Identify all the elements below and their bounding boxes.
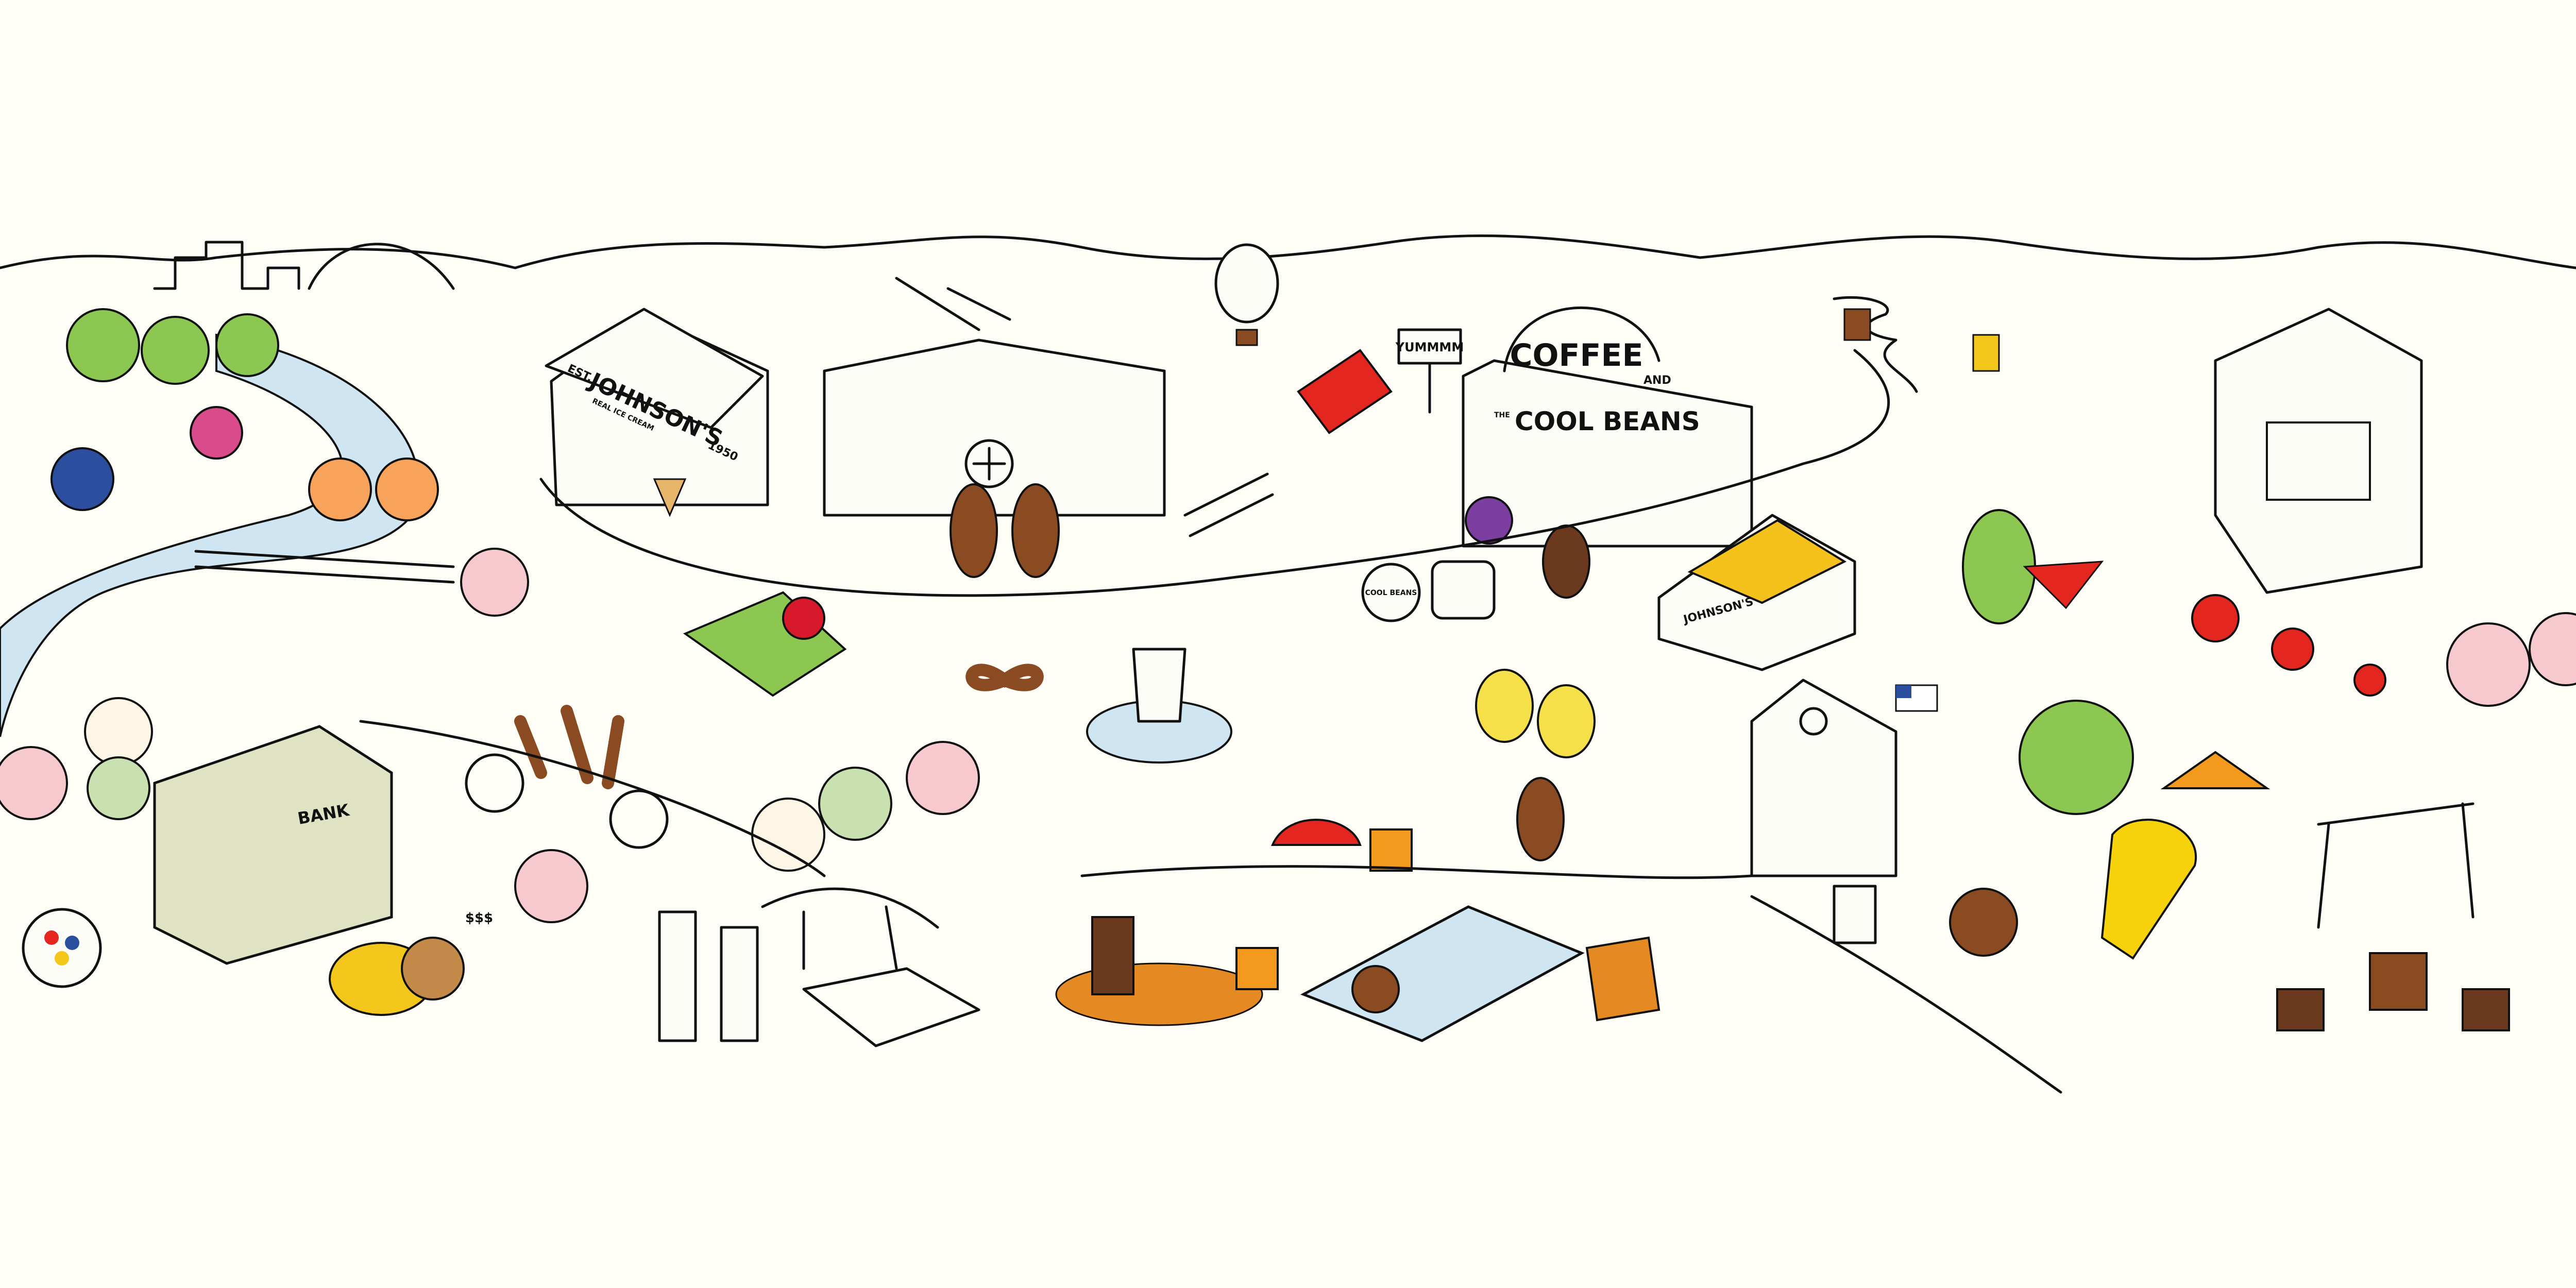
ice-cream-cones-left <box>0 697 153 820</box>
hospital <box>823 277 1166 517</box>
solar-house <box>2214 308 2423 594</box>
brownie-characters <box>2276 952 2510 1031</box>
fountain <box>1086 648 1232 764</box>
swimming-pool <box>1270 777 1660 1042</box>
ice-cream-trees-right <box>2446 612 2576 707</box>
cookie-with-glasses <box>1833 885 2018 957</box>
strawberry-band <box>2191 594 2386 697</box>
tandem-bike <box>465 705 669 849</box>
coffee-sign-line1: COFFEE <box>1510 337 1643 374</box>
gumball-machine <box>22 908 102 988</box>
school-house <box>1750 679 1938 877</box>
cookie-speech-bubble: $$$ <box>465 910 493 926</box>
pretzel-character <box>965 664 1044 691</box>
yum-sign: YUMMMM <box>1395 328 1464 414</box>
pecan-characters <box>950 483 1060 578</box>
lemon-characters <box>1475 669 1596 758</box>
hot-air-balloon <box>1214 243 1279 346</box>
road-curves <box>359 349 2062 1094</box>
coffee-sign-and: AND <box>1643 374 1671 387</box>
ice-cream-shop: EST. JOHNSON'S REAL ICE CREAM 1950 <box>545 308 769 517</box>
raspberry-character <box>190 406 243 460</box>
spilled-caramel-with-chocolate <box>1055 916 1279 1026</box>
bench <box>1183 472 1274 537</box>
band-characters: COOL BEANS <box>1361 496 1590 622</box>
museum-columns-dinosaur <box>658 887 980 1047</box>
ice-cream-truck: JOHNSON'S <box>1657 514 1856 671</box>
blueberry-character <box>50 447 114 511</box>
horizon-hills <box>0 234 2576 269</box>
gold-coins-pile: $$$ <box>329 910 493 1016</box>
park-trees <box>460 548 980 923</box>
bank: BANK <box>153 725 393 965</box>
bridge <box>194 550 455 584</box>
coffee-sign-the: THE <box>1494 411 1510 419</box>
city-skyline <box>153 241 455 290</box>
river <box>0 333 420 737</box>
drum-label: COOL BEANS <box>1365 589 1417 597</box>
car-with-cherry <box>683 591 847 697</box>
artichoke-hero <box>1962 509 2104 624</box>
orchard-trees <box>66 308 279 385</box>
coffee-sign-line3: COOL BEANS <box>1515 406 1700 436</box>
peach-characters <box>308 457 439 521</box>
playground <box>2019 700 2475 960</box>
tornado-with-jar <box>1833 296 2000 393</box>
yum-sign-text: YUMMMM <box>1395 340 1464 354</box>
red-awning-stand <box>1297 349 1393 434</box>
